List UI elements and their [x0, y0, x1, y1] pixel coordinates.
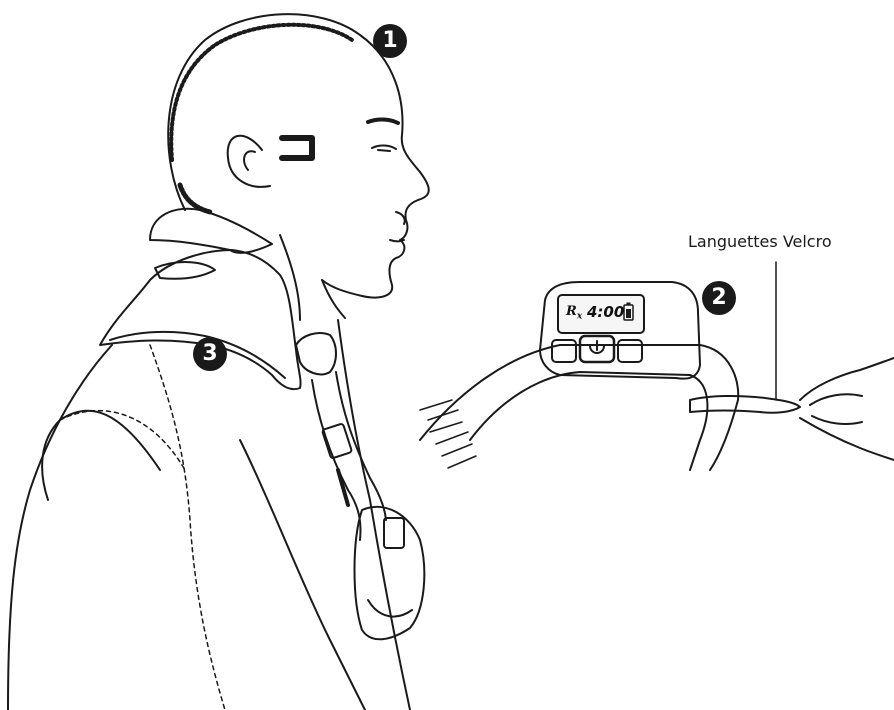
- hand: [800, 358, 894, 460]
- velcro-tabs-label: Languettes Velcro: [688, 232, 832, 251]
- controller-pouch: [355, 507, 425, 639]
- controller-screen-small: [384, 518, 404, 548]
- right-button: [618, 340, 642, 362]
- marker-2: 2: [702, 281, 736, 315]
- chest-pad: [296, 333, 336, 374]
- torso-outline: [8, 345, 112, 710]
- marker-3: 3: [193, 337, 227, 371]
- buckle: [322, 423, 352, 458]
- eye: [372, 145, 396, 151]
- sleeve-seam: [150, 345, 225, 710]
- rx-symbol: Rx: [566, 304, 582, 322]
- cervical-collar: [100, 209, 424, 640]
- arm-outline: [240, 440, 365, 710]
- marker-1: 1: [373, 24, 407, 58]
- ear: [228, 136, 270, 187]
- mouth: [390, 240, 404, 242]
- collar-back-flap: [150, 209, 272, 253]
- timer-readout: 4:00: [587, 303, 624, 321]
- device-inset: [420, 262, 894, 470]
- power-icon: [590, 341, 604, 353]
- left-button: [552, 340, 576, 362]
- eyebrow: [368, 119, 398, 123]
